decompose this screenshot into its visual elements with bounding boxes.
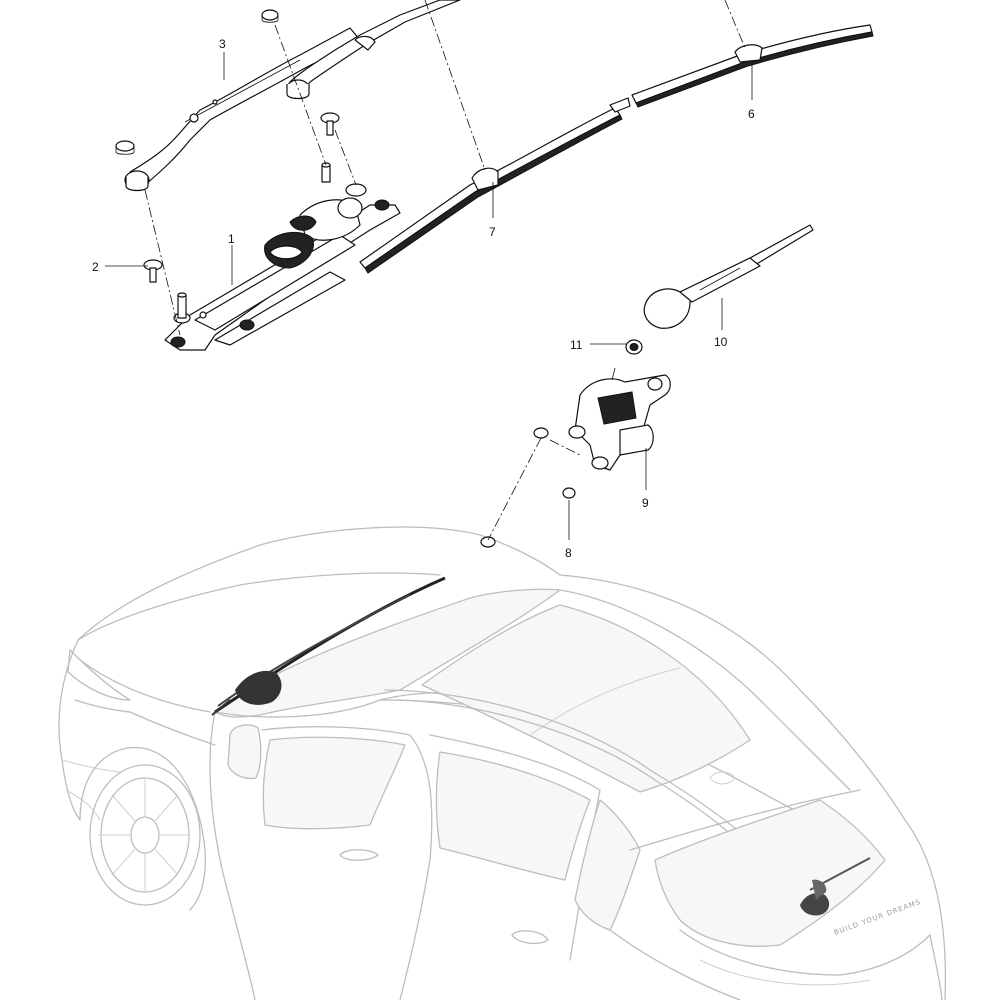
part-2-bolt bbox=[143, 259, 163, 283]
callout-numbers: 1 2 3 6 7 8 9 10 11 bbox=[92, 37, 755, 560]
callout-6: 6 bbox=[748, 107, 755, 121]
callout-2: 2 bbox=[92, 260, 99, 274]
callout-8: 8 bbox=[565, 546, 572, 560]
part-4-wiper-arm-right bbox=[261, 0, 461, 100]
callout-3: 3 bbox=[219, 37, 226, 51]
part-1-wiper-linkage-motor bbox=[164, 162, 401, 351]
vehicle-rear-wiper-detail bbox=[800, 857, 871, 916]
callout-7: 7 bbox=[489, 225, 496, 239]
part-10-rear-wiper-arm bbox=[643, 224, 814, 329]
part-7-wiper-blade-left bbox=[359, 97, 631, 274]
callout-10: 10 bbox=[714, 335, 728, 349]
part-5-bolt bbox=[320, 112, 340, 136]
callout-leaders bbox=[105, 52, 753, 540]
part-6-wiper-blade-right bbox=[631, 24, 874, 108]
callout-1: 1 bbox=[228, 232, 235, 246]
vehicle-front-wiper-detail bbox=[211, 576, 446, 716]
callout-9: 9 bbox=[642, 496, 649, 510]
assembly-center-lines bbox=[144, 0, 746, 541]
rear-badge-text: BUILD YOUR DREAMS bbox=[833, 898, 922, 937]
vehicle-body: BUILD YOUR DREAMS bbox=[58, 526, 947, 1000]
part-11-nut bbox=[625, 339, 643, 355]
part-8-grommets bbox=[480, 427, 576, 548]
part-3-wiper-arm-left bbox=[115, 27, 361, 192]
callout-11: 11 bbox=[570, 338, 583, 352]
part-9-rear-wiper-motor bbox=[568, 367, 671, 471]
